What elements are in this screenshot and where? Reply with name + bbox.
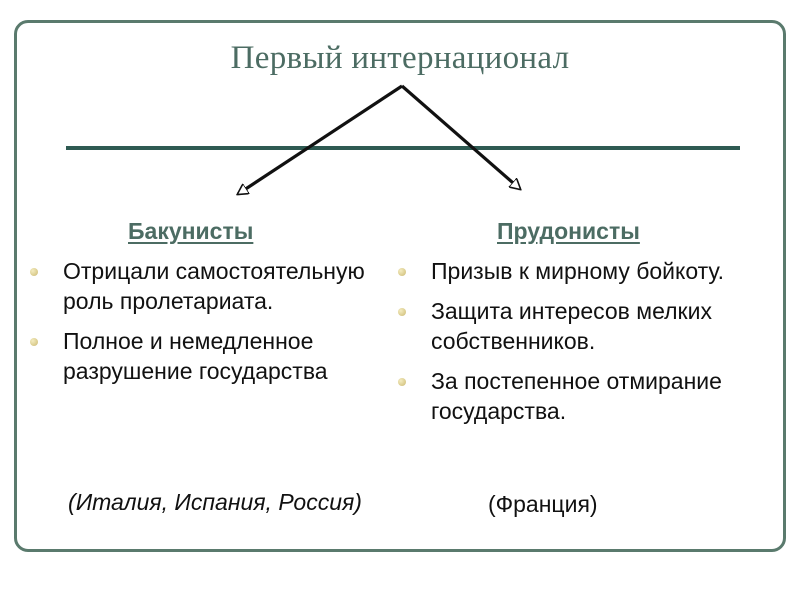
bullet-icon [398, 378, 406, 386]
list-item: Полное и немедленное разрушение государс… [30, 326, 400, 386]
note-bakunists-countries: (Италия, Испания, Россия) [68, 489, 362, 515]
divider-line [66, 146, 740, 150]
list-item: Отрицали самостоятельную роль пролетариа… [30, 256, 400, 316]
list-item-text: Защита интересов мелких собственников. [431, 298, 712, 354]
list-item-text: Полное и немедленное разрушение государс… [63, 328, 328, 384]
bullet-icon [30, 338, 38, 346]
note-proudhonists-countries: (Франция) [488, 491, 598, 517]
heading-bakunists: Бакунисты [128, 218, 254, 244]
bullet-icon [398, 268, 406, 276]
bullet-icon [398, 308, 406, 316]
list-item-text: За постепенное отмирание государства. [431, 368, 722, 424]
bullet-icon [30, 268, 38, 276]
list-item: За постепенное отмирание государства. [398, 366, 778, 426]
heading-proudhonists: Прудонисты [497, 218, 640, 244]
list-item-text: Призыв к мирному бойкоту. [431, 258, 725, 284]
list-item: Призыв к мирному бойкоту. [398, 256, 778, 286]
list-item-text: Отрицали самостоятельную роль пролетариа… [63, 258, 365, 314]
page-title: Первый интернационал [230, 40, 570, 76]
list-bakunists: Отрицали самостоятельную роль пролетариа… [30, 256, 400, 396]
list-item: Защита интересов мелких собственников. [398, 296, 778, 356]
list-proudhonists: Призыв к мирному бойкоту. Защита интерес… [398, 256, 778, 436]
